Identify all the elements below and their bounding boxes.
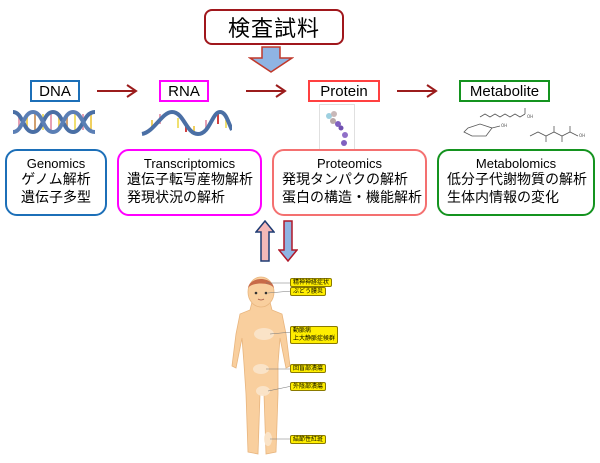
card-metabolomics-line: 生体内情報の変化 bbox=[447, 190, 559, 206]
svg-text:OH: OH bbox=[579, 133, 585, 138]
card-genomics-title: Genomics bbox=[26, 156, 86, 171]
card-transcriptomics-line: 発現状況の解析 bbox=[127, 190, 225, 206]
body-label: 回盲部潰瘍 bbox=[290, 364, 327, 373]
svg-text:OH: OH bbox=[527, 114, 533, 119]
body-label: 結節性紅斑 bbox=[290, 435, 327, 444]
card-proteomics-line: 蛋白の構造・機能解析 bbox=[282, 190, 422, 206]
arrow-right-icon bbox=[97, 84, 138, 98]
protein-structure-image bbox=[319, 104, 355, 150]
body-label: ぶどう膜炎 bbox=[290, 287, 327, 296]
card-transcriptomics-line: 遺伝子転写産物解析 bbox=[127, 172, 253, 188]
card-transcriptomics: Transcriptomics 遺伝子転写産物解析 発現状況の解析 bbox=[117, 149, 262, 216]
tag-rna: RNA bbox=[159, 80, 209, 102]
svg-text:OH: OH bbox=[501, 123, 507, 128]
tag-metabolite-label: Metabolite bbox=[469, 82, 540, 100]
card-metabolomics-line: 低分子代謝物質の解析 bbox=[447, 172, 587, 188]
tag-metabolite: Metabolite bbox=[459, 80, 550, 102]
rna-strand-image bbox=[141, 109, 232, 137]
sample-title-box: 検査試料 bbox=[204, 9, 344, 45]
body-label-line: 動脈病 bbox=[293, 327, 312, 334]
down-arrow-icon bbox=[278, 220, 298, 262]
card-transcriptomics-title: Transcriptomics bbox=[143, 156, 236, 171]
down-arrow-icon bbox=[248, 46, 294, 73]
tag-protein-label: Protein bbox=[320, 82, 368, 100]
arrow-right-icon bbox=[246, 84, 287, 98]
tag-dna: DNA bbox=[30, 80, 80, 102]
card-metabolomics-title: Metabolomics bbox=[475, 156, 557, 171]
body-label: 外陰部潰瘍 bbox=[290, 382, 327, 391]
human-body-figure bbox=[231, 276, 293, 455]
arrow-right-icon bbox=[397, 84, 438, 98]
sample-title: 検査試料 bbox=[227, 17, 320, 42]
card-genomics-line: ゲノム解析 bbox=[21, 172, 91, 188]
tag-rna-label: RNA bbox=[168, 82, 200, 100]
body-label-line: 上大静脈症候群 bbox=[293, 335, 336, 342]
card-metabolomics: Metabolomics 低分子代謝物質の解析 生体内情報の変化 bbox=[437, 149, 595, 216]
tag-protein: Protein bbox=[308, 80, 380, 102]
card-genomics-line: 遺伝子多型 bbox=[21, 190, 91, 206]
dna-helix-image bbox=[13, 109, 95, 135]
card-proteomics-line: 発現タンパクの解析 bbox=[282, 172, 408, 188]
up-arrow-icon bbox=[255, 220, 275, 262]
tag-dna-label: DNA bbox=[39, 82, 71, 100]
card-proteomics-title: Proteomics bbox=[316, 156, 383, 171]
metabolite-molecules-image: OH OH OH bbox=[463, 108, 585, 142]
body-label: 動脈病 上大静脈症候群 bbox=[290, 326, 339, 344]
body-label: 精神神経症状 bbox=[290, 278, 333, 287]
card-genomics: Genomics ゲノム解析 遺伝子多型 bbox=[5, 149, 107, 216]
card-proteomics: Proteomics 発現タンパクの解析 蛋白の構造・機能解析 bbox=[272, 149, 427, 216]
